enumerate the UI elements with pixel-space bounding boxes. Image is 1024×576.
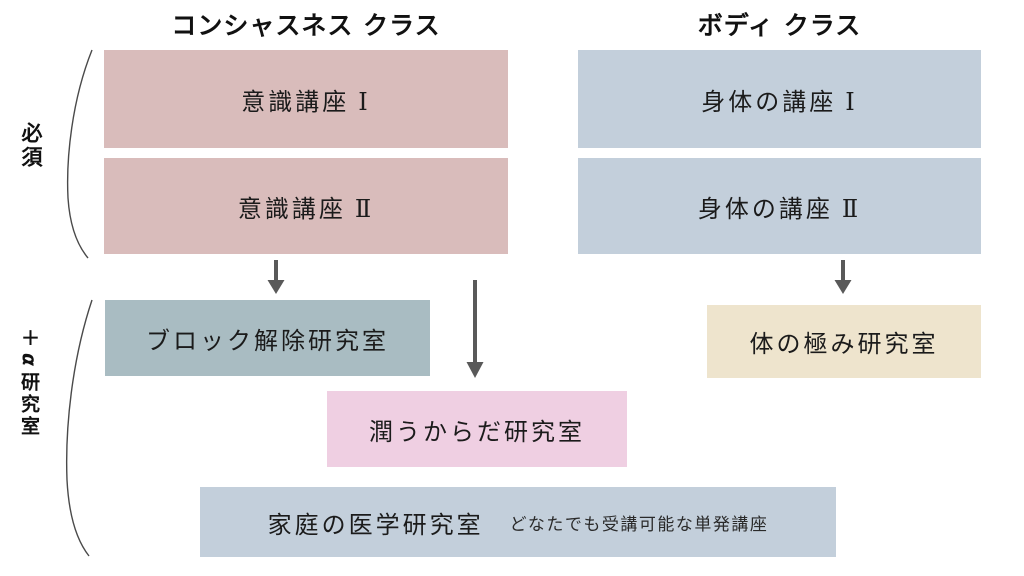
course-box-consciousness-2[interactable]: 意識講座 Ⅱ — [104, 158, 508, 254]
lab-box-uruou[interactable]: 潤うからだ研究室 — [327, 391, 627, 467]
course-box-body-2[interactable]: 身体の講座 Ⅱ — [578, 158, 981, 254]
course-label-body-2: 身体の講座 Ⅱ — [697, 196, 862, 223]
group-label-optional-prefix: ＋ — [18, 328, 40, 350]
brace-required — [62, 48, 96, 265]
course-box-body-1[interactable]: 身体の講座 Ⅰ — [578, 50, 981, 148]
course-box-consciousness-1[interactable]: 意識講座 Ⅰ — [104, 50, 508, 148]
arrow-down-icon-body-to-kiwami — [831, 260, 855, 301]
lab-box-kiwami[interactable]: 体の極み研究室 — [707, 305, 981, 378]
group-label-optional-suffix: 研究室 — [18, 372, 40, 438]
course-label-body-1: 身体の講座 Ⅰ — [701, 89, 858, 116]
brace-optional — [62, 298, 96, 563]
column-heading-body: ボディ クラス — [697, 11, 862, 40]
lab-box-katei[interactable]: 家庭の医学研究室 どなたでも受講可能な単発講座 — [200, 487, 836, 557]
group-label-optional-alpha: α — [18, 352, 40, 370]
lab-note-katei: どなたでも受講可能な単発講座 — [509, 514, 769, 534]
lab-box-block[interactable]: ブロック解除研究室 — [105, 300, 430, 376]
group-label-required: 必須 — [19, 122, 43, 170]
arrow-down-icon-consciousness-to-uruou — [463, 280, 487, 385]
course-label-consciousness-2: 意識講座 Ⅱ — [237, 196, 375, 223]
column-heading-consciousness: コンシャスネス クラス — [171, 11, 441, 40]
lab-label-block: ブロック解除研究室 — [146, 328, 389, 355]
lab-label-uruou: 潤うからだ研究室 — [369, 419, 585, 446]
course-label-consciousness-1: 意識講座 Ⅰ — [241, 89, 371, 116]
lab-label-katei: 家庭の医学研究室 — [267, 512, 484, 539]
group-label-optional: ＋ α 研究室 — [16, 328, 43, 438]
arrow-down-icon-consciousness-to-block — [264, 260, 288, 301]
lab-label-kiwami: 体の極み研究室 — [749, 332, 939, 358]
